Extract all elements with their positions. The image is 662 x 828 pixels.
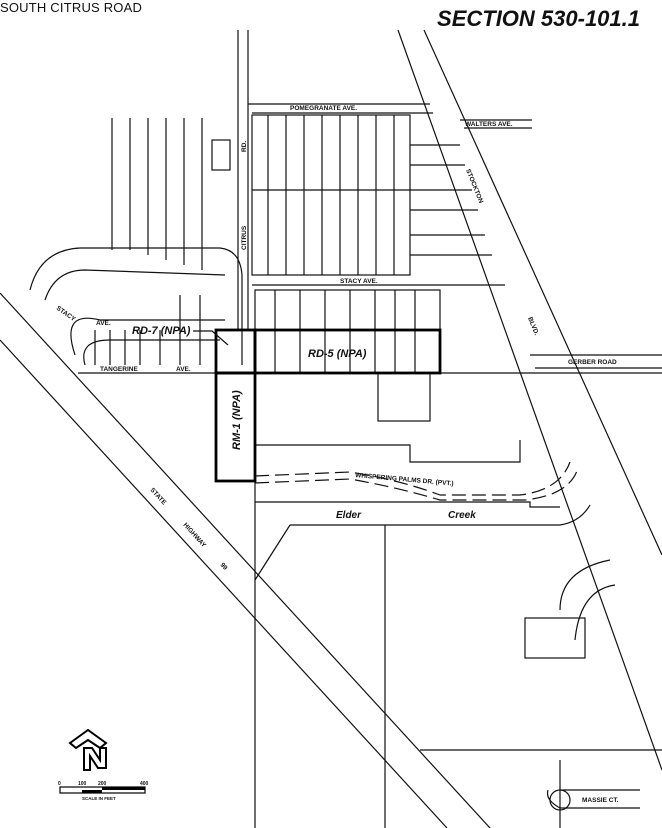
scale-tick-200: 200 [98, 781, 107, 787]
label-pomegranate: POMEGRANATE AVE. [290, 105, 357, 112]
label-tangerine-ave: AVE. [176, 366, 191, 373]
stockton-blvd [397, 29, 662, 771]
zone-label-rd5: RD-5 (NPA) [308, 348, 367, 360]
label-gerber: GERBER ROAD [568, 359, 617, 366]
scale-tick-0: 0 [58, 781, 61, 787]
label-stacy-west-ave: AVE. [96, 320, 111, 327]
label-elder: Elder [336, 510, 362, 521]
whispering-palms-dr [254, 461, 579, 501]
zone-rm1-boundary [214, 371, 257, 483]
label-rd: RD. [241, 141, 248, 152]
label-stacy-west: STACY [55, 305, 77, 323]
scale-label: SCALE IN FEET [82, 796, 116, 801]
zone-label-rd7: RD-7 (NPA) [132, 325, 191, 337]
scale-tick-400: 400 [140, 781, 149, 787]
label-walters: WALTERS AVE. [465, 121, 513, 128]
pomegranate-ave [248, 103, 532, 129]
zone-rd7-boundary [214, 328, 257, 375]
label-massie: MASSIE CT. [582, 797, 619, 804]
scale-bar: 0 100 200 400 SCALE IN FEET [58, 781, 149, 801]
state-highway-99 [0, 292, 491, 828]
label-highway: HIGHWAY [182, 522, 208, 550]
label-blvd: BLVD. [526, 316, 540, 336]
label-creek: Creek [448, 510, 476, 521]
label-whispering-palms: WHISPERING PALMS DR. (PVT.) [355, 472, 454, 488]
label-state: STATE [149, 487, 168, 507]
label-citrus: CITRUS [241, 225, 248, 250]
parcels-north [251, 114, 492, 276]
area-title: SOUTH CITRUS ROAD [0, 0, 143, 15]
scale-tick-100: 100 [78, 781, 87, 787]
label-stacy-east: STACY AVE. [340, 278, 378, 285]
label-tangerine: TANGERINE [100, 366, 138, 373]
label-stockton: STOCKTON [464, 168, 484, 205]
rd7-leader-arrow [193, 330, 229, 346]
label-hwy-99: 99 [219, 562, 229, 572]
north-arrow-icon [68, 728, 108, 771]
parcels-west [29, 118, 662, 374]
citrus-road [211, 30, 249, 330]
zone-label-rm1: RM-1 (NPA) [231, 390, 243, 450]
section-title: SECTION 530-101.1 [437, 6, 640, 31]
